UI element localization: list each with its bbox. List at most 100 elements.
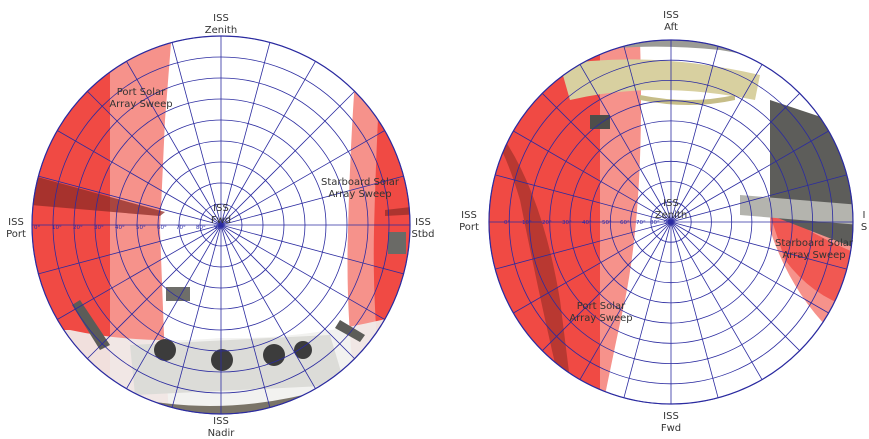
right-horizon-rim [488, 39, 854, 405]
left-tick-20: 20° [73, 225, 83, 231]
right-module [560, 59, 760, 100]
left-tick-40: 40° [115, 225, 125, 231]
left-azimuth-spoke [220, 224, 316, 389]
left-azimuth-spoke [220, 224, 271, 408]
right-angle-ticks: 0° 10° 20° 30° 40° 50° 60° 70° 80° 90° [504, 220, 674, 226]
right-hardware [590, 115, 610, 129]
left-azimuth-spoke [220, 224, 404, 275]
right-azimuth-spoke [579, 64, 672, 223]
right-azimuth-spoke [670, 93, 800, 223]
left-horizon-rim [31, 35, 411, 415]
right-bottom-label-2: Fwd [661, 423, 681, 434]
right-azimuth-spoke [513, 221, 672, 314]
right-azimuth-spoke [579, 221, 672, 380]
right-tick-30: 30° [562, 220, 572, 226]
left-azimuth-spoke [57, 224, 222, 320]
left-center-label-2: Fwd [211, 215, 231, 226]
right-port-sweep-label-1: Port Solar [577, 301, 626, 312]
left-tick-50: 50° [136, 225, 146, 231]
left-azimuth-spoke [220, 91, 355, 226]
right-azimuth-spoke [670, 221, 719, 398]
right-tick-50: 50° [602, 220, 612, 226]
right-azimuth-spoke [542, 221, 672, 351]
right-tick-10: 10° [522, 220, 532, 226]
right-tick-0: 0° [504, 220, 510, 226]
left-tick-30: 30° [94, 225, 104, 231]
right-top-label-1: ISS [663, 10, 679, 21]
left-stbd-sweep-label-2: Array Sweep [328, 189, 391, 200]
left-port-sweep-label-2: Array Sweep [109, 99, 172, 110]
left-port-sweep-label-1: Port Solar [117, 87, 166, 98]
right-azimuth-spoke [495, 174, 672, 223]
left-azimuth-spoke [220, 224, 355, 359]
left-labels: ISS Zenith ISS Nadir ISS Port ISS Stbd I… [6, 13, 434, 439]
left-center-label-1: ISS [213, 203, 229, 214]
right-azimuth-spoke [495, 221, 672, 270]
left-tick-90: 90° [214, 225, 224, 231]
left-azimuth-spoke [38, 175, 222, 226]
left-tick-70: 70° [176, 225, 186, 231]
right-stbd-sweep-label-1: Starboard Solar [775, 238, 854, 249]
left-array-streak [32, 175, 165, 216]
right-azimuth-spoke [670, 174, 847, 223]
right-module-band [640, 95, 735, 105]
left-angle-ticks: 0° 10° 20° 30° 40° 50° 60° 70° 80° 90° [34, 225, 224, 231]
left-radiator-panel [130, 335, 345, 395]
left-azimuth-spoke [220, 224, 385, 320]
right-center-label-1: ISS [663, 198, 679, 209]
left-arm-port [72, 300, 110, 350]
right-tick-60: 60° [620, 220, 630, 226]
right-port-sweep-label-2: Array Sweep [569, 313, 632, 324]
right-top-label-2: Aft [664, 22, 678, 33]
left-azimuth-spoke [38, 224, 222, 275]
left-tick-10: 10° [52, 225, 62, 231]
left-right-label-1: ISS [415, 217, 431, 228]
left-bottom-label-1: ISS [213, 416, 229, 427]
right-azimuth-spoke [670, 221, 847, 270]
left-antenna [166, 287, 190, 301]
right-stbd-sweep-dark [765, 200, 853, 310]
right-tick-70: 70° [636, 220, 646, 226]
right-azimuth-spoke [670, 130, 829, 223]
left-azimuth-spoke [220, 175, 404, 226]
right-right-label-1: I [863, 210, 866, 221]
right-azimuth-spoke [670, 64, 763, 223]
right-tick-20: 20° [542, 220, 552, 226]
right-panel: 0° 10° 20° 30° 40° 50° 60° 70° 80° 90° I… [459, 10, 867, 434]
right-tick-90: 90° [664, 220, 674, 226]
left-azimuth-spoke [126, 224, 222, 389]
left-right-label-2: Stbd [412, 229, 435, 240]
right-left-label-1: ISS [461, 210, 477, 221]
right-tick-80: 80° [650, 220, 660, 226]
right-right-label-2: S [861, 222, 867, 233]
right-left-label-2: Port [459, 222, 479, 233]
left-azimuth-spoke [171, 42, 222, 226]
left-azimuth-spoke [87, 91, 222, 226]
left-stbd-hardware [388, 232, 406, 254]
right-azimuth-spoke [623, 46, 672, 223]
left-azimuth-spoke [171, 224, 222, 408]
left-azimuth-spoke [126, 61, 222, 226]
right-azimuth-spoke [623, 221, 672, 398]
right-azimuth-spoke [542, 93, 672, 223]
left-modules [154, 339, 312, 371]
left-tick-0: 0° [34, 225, 40, 231]
left-left-label-2: Port [6, 229, 26, 240]
right-azimuth-spoke [670, 46, 719, 223]
left-panel: 0° 10° 20° 30° 40° 50° 60° 70° 80° 90° I… [6, 13, 434, 439]
right-labels: ISS Aft ISS Fwd ISS Port I S ISS Zenith … [459, 10, 867, 434]
left-arm-stbd [335, 320, 365, 342]
left-top-label-2: Zenith [205, 25, 237, 36]
left-azimuth-spoke [220, 42, 271, 226]
right-center-label-2: Zenith [655, 210, 687, 221]
right-azimuth-spoke [513, 130, 672, 223]
right-port-sweep-light [600, 40, 641, 404]
left-left-label-1: ISS [8, 217, 24, 228]
left-array-streak-right [385, 206, 410, 216]
right-bottom-label-1: ISS [663, 411, 679, 422]
right-tick-40: 40° [582, 220, 592, 226]
left-azimuth-spoke [220, 130, 385, 226]
left-top-label-1: ISS [213, 13, 229, 24]
